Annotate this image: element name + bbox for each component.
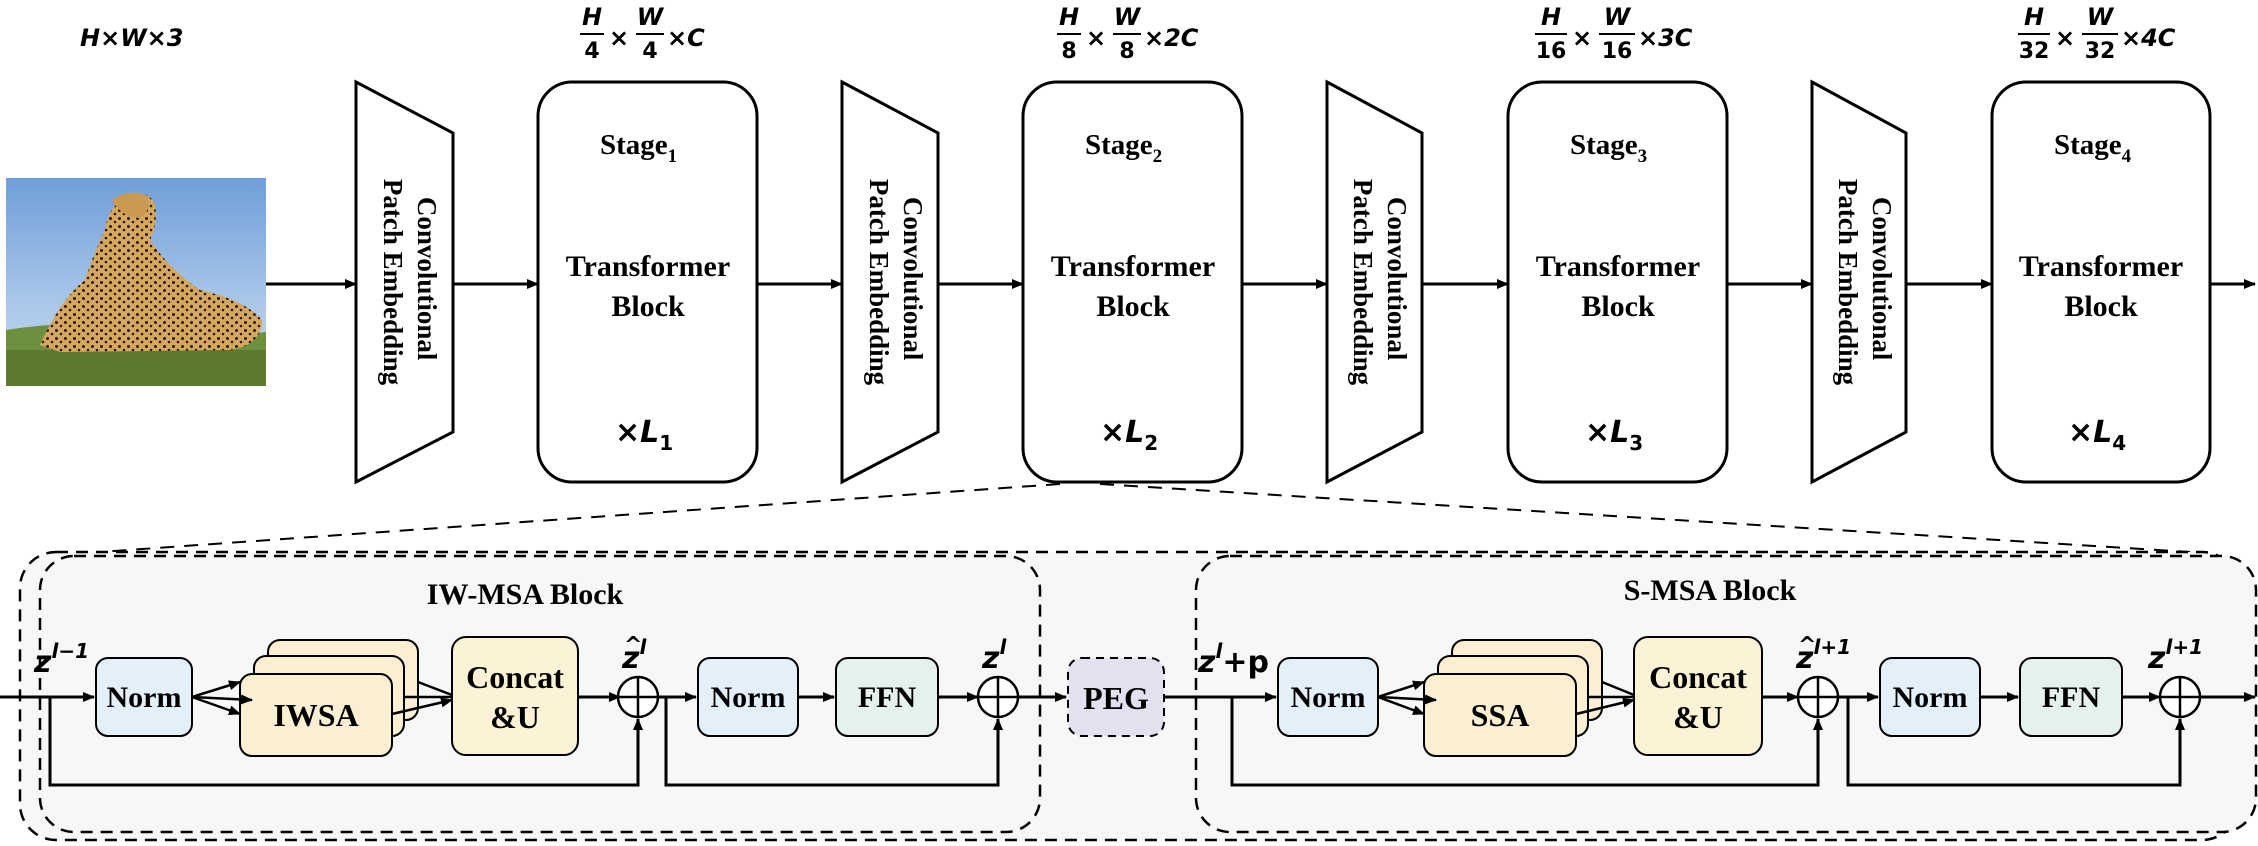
- svg-text:Transformer: Transformer: [566, 250, 730, 283]
- residual-add-4: [2158, 675, 2202, 719]
- svg-text:H: H: [2024, 3, 2044, 31]
- patch-embedding-4: Convolutional Patch Embedding: [1810, 79, 1908, 485]
- s-msa-title: S-MSA Block: [1624, 574, 1797, 607]
- svg-text:Norm: Norm: [1893, 681, 1968, 714]
- svg-text:Convolutional Patch Embe: Convolutional Patch Embedding: [1348, 179, 1412, 386]
- svg-text:Convolutional Patch Embe: Convolutional Patch Embedding: [864, 179, 928, 386]
- patch-embedding-2: Convolutional Patch Embedding: [840, 79, 940, 485]
- ssa-block: [1423, 673, 1577, 757]
- cheetah-photo: [6, 178, 266, 386]
- concat-block-1: [451, 636, 579, 756]
- svg-text:32: 32: [2085, 39, 2116, 64]
- svg-text:H: H: [1541, 3, 1561, 31]
- svg-text:Norm: Norm: [107, 681, 182, 714]
- svg-text:Transformer: Transformer: [1536, 250, 1700, 283]
- svg-text:×L4: ×L4: [2068, 415, 2126, 455]
- svg-text:×4C: ×4C: [2121, 24, 2176, 52]
- svg-text:Block: Block: [1581, 290, 1655, 323]
- residual-add-3: [1796, 675, 1840, 719]
- svg-text:Stage4: Stage4: [2054, 129, 2132, 167]
- svg-text:SSA: SSA: [1471, 697, 1530, 733]
- svg-text:×: ×: [2055, 24, 2075, 52]
- patch-embedding-3: Convolutional Patch Embedding: [1325, 79, 1424, 485]
- svg-text:Concat: Concat: [466, 659, 564, 695]
- svg-text:Block: Block: [611, 290, 685, 323]
- svg-text:4: 4: [584, 39, 599, 64]
- svg-text:Concat: Concat: [1649, 659, 1747, 695]
- svg-text:×L2: ×L2: [1100, 415, 1158, 455]
- s-out-var: zl+1: [2147, 635, 2203, 676]
- svg-text:×3C: ×3C: [1638, 24, 1693, 52]
- svg-text:×2C: ×2C: [1144, 24, 1199, 52]
- svg-text:Convolutional Patch Embe: Convolutional Patch Embedding: [378, 179, 442, 386]
- input-dims: H×W×3: [80, 24, 183, 52]
- svg-text:16: 16: [1602, 39, 1633, 64]
- iw-out-var: zl: [981, 635, 1007, 676]
- svg-text:Norm: Norm: [1291, 681, 1366, 714]
- svg-text:8: 8: [1061, 39, 1076, 64]
- svg-text:×: ×: [1572, 24, 1592, 52]
- svg-text:Block: Block: [2064, 290, 2138, 323]
- svg-text:W: W: [1604, 3, 1632, 31]
- svg-text:Stage3: Stage3: [1570, 129, 1647, 167]
- svg-text:PEG: PEG: [1083, 680, 1149, 716]
- svg-text:4: 4: [642, 39, 657, 64]
- svg-text:FFN: FFN: [858, 681, 917, 714]
- stage-3: H 16 × W 16 ×3C Stage3 Transformer Block…: [1506, 3, 1729, 484]
- s-input-var: zl+p: [1197, 639, 1269, 680]
- svg-text:×C: ×C: [667, 24, 705, 52]
- svg-text:×: ×: [1086, 24, 1106, 52]
- residual-add-2: [976, 675, 1020, 719]
- svg-text:W: W: [1114, 3, 1142, 31]
- svg-text:32: 32: [2019, 39, 2050, 64]
- svg-text:^: ^: [1798, 633, 1816, 658]
- svg-text:Transformer: Transformer: [2019, 250, 2183, 283]
- svg-text:Norm: Norm: [711, 681, 786, 714]
- svg-text:×: ×: [609, 24, 629, 52]
- svg-text:Stage1: Stage1: [600, 129, 677, 167]
- svg-text:Transformer: Transformer: [1051, 250, 1215, 283]
- svg-text:×L1: ×L1: [615, 415, 673, 455]
- svg-text:Stage2: Stage2: [1085, 129, 1162, 167]
- svg-text:Block: Block: [1096, 290, 1170, 323]
- zoom-line-left: [99, 483, 1061, 553]
- stage-2: H 8 × W 8 ×2C Stage2 Transformer Block ×…: [1021, 3, 1244, 484]
- svg-text:^: ^: [624, 633, 642, 658]
- svg-text:W: W: [637, 3, 665, 31]
- iw-msa-title: IW-MSA Block: [427, 578, 624, 611]
- svg-text:×L3: ×L3: [1585, 415, 1643, 455]
- iw-mid-var: zl: [621, 635, 647, 676]
- svg-text:IWSA: IWSA: [273, 697, 358, 733]
- zoom-line-right: [1099, 483, 2191, 553]
- stage-1: H 4 × W 4 ×C Stage1 Transformer Block ×L…: [536, 3, 759, 484]
- svg-text:Convolutional Patch Embe: Convolutional Patch Embedding: [1833, 179, 1897, 386]
- svg-text:FFN: FFN: [2042, 681, 2101, 714]
- svg-text:8: 8: [1119, 39, 1134, 64]
- dim-h: H: [582, 3, 602, 31]
- svg-text:16: 16: [1536, 39, 1567, 64]
- stage-4: H 32 × W 32 ×4C Stage4 Transformer Block…: [1990, 3, 2212, 484]
- svg-text:W: W: [2087, 3, 2115, 31]
- svg-text:&U: &U: [490, 699, 540, 735]
- patch-embedding-1: Convolutional Patch Embedding: [354, 79, 455, 485]
- svg-text:H: H: [1059, 3, 1079, 31]
- svg-text:&U: &U: [1673, 699, 1723, 735]
- residual-add-1: [616, 675, 660, 719]
- s-mid-var: zl+1: [1795, 635, 1851, 676]
- iw-input-var: zl−1: [33, 639, 89, 680]
- concat-block-2: [1633, 636, 1763, 756]
